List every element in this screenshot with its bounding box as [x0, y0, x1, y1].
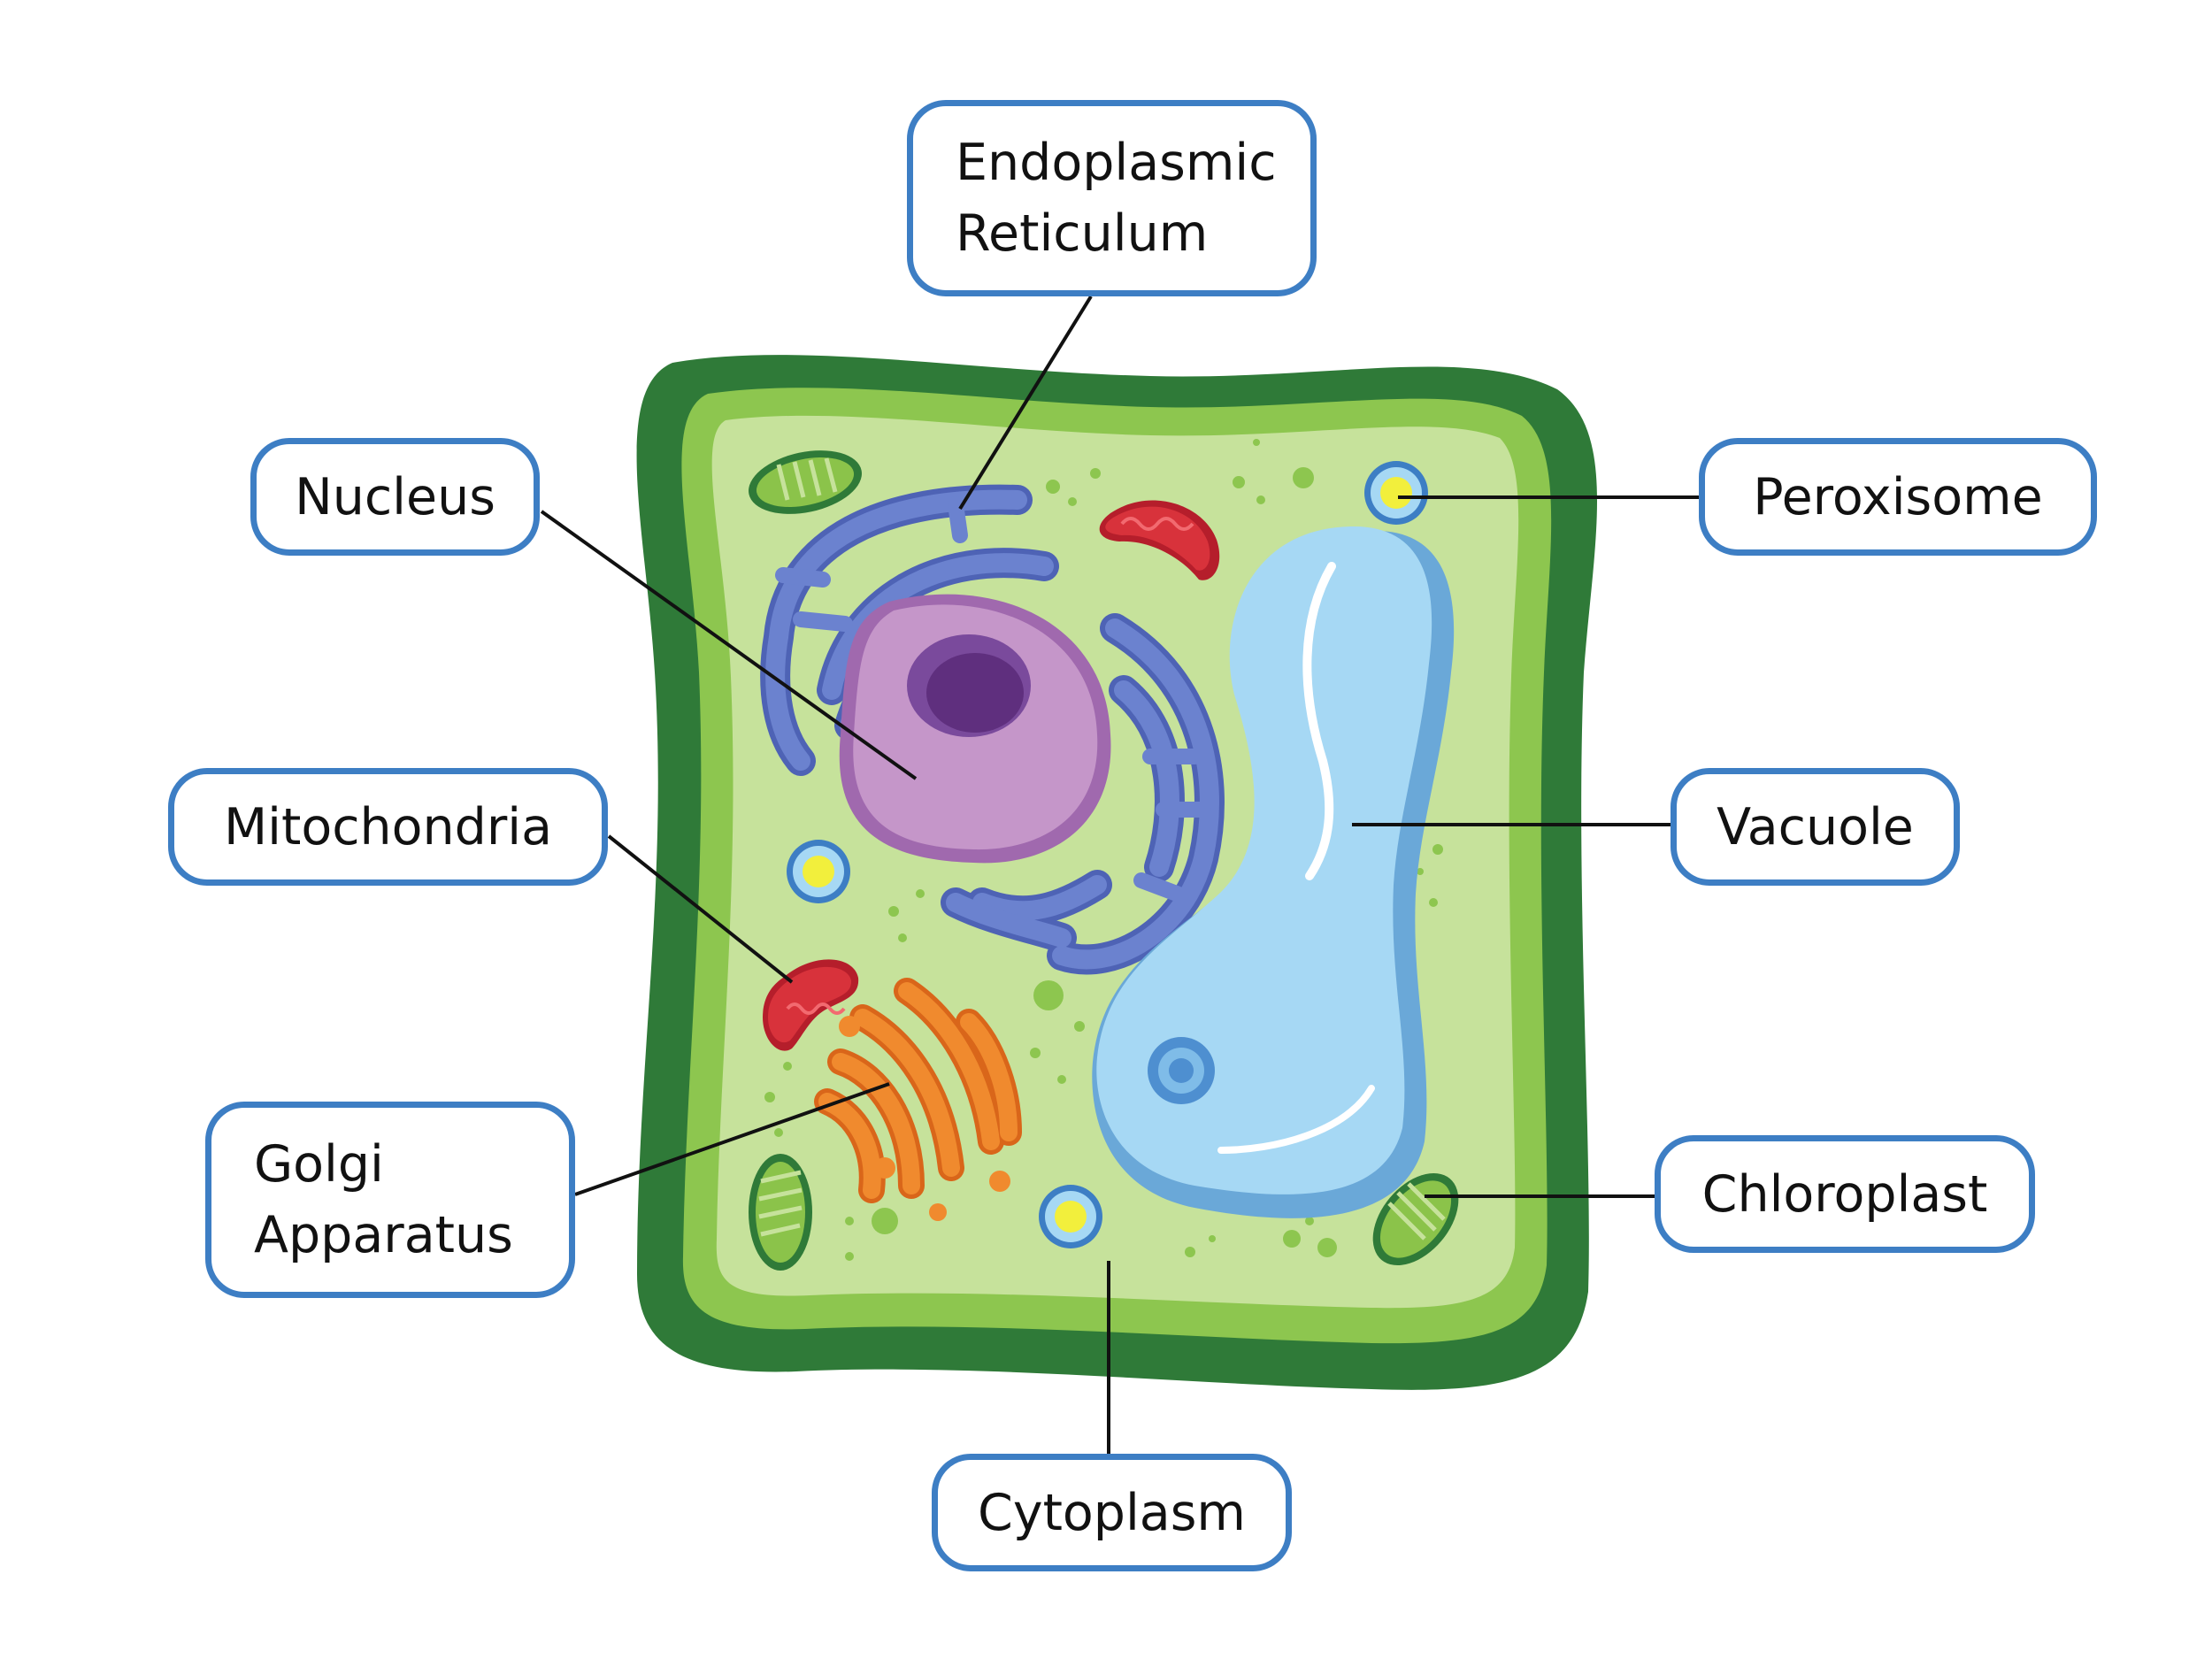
- label-nucleus: Nucleus: [250, 438, 540, 556]
- label-chloroplast: Chloroplast: [1655, 1135, 2035, 1253]
- label-mitochondria-text: Mitochondria: [223, 797, 553, 856]
- peroxisome-bottom: [1039, 1185, 1102, 1248]
- peroxisome-left: [787, 840, 850, 903]
- vacuole-crystal: [1148, 1037, 1215, 1104]
- cytoplasm-granules: [764, 439, 1443, 1261]
- label-endoplasmic-reticulum: Endoplasmic Reticulum: [907, 100, 1317, 296]
- vacuole: [1092, 526, 1455, 1218]
- mitochondrion-lower: [763, 959, 859, 1051]
- label-mitochondria: Mitochondria: [168, 768, 608, 886]
- label-endoplasmic-reticulum-line2: Reticulum: [956, 204, 1209, 263]
- nucleus: [839, 594, 1111, 864]
- leader-lines: [540, 295, 1701, 1454]
- leader-endoplasmic-reticulum: [958, 295, 1093, 511]
- golgi-apparatus: [814, 978, 1022, 1221]
- label-chloroplast-text: Chloroplast: [1701, 1164, 1988, 1224]
- chloroplast-top-left: [749, 450, 862, 514]
- chloroplast-bottom-left: [749, 1154, 812, 1271]
- label-golgi-apparatus-line1: Golgi: [254, 1135, 384, 1194]
- label-peroxisome: Peroxisome: [1699, 438, 2097, 556]
- peroxisome-top-right: [1364, 461, 1428, 525]
- leader-golgi: [574, 1082, 890, 1196]
- label-golgi-apparatus-line2: Apparatus: [254, 1206, 513, 1264]
- mitochondrion-upper: [1099, 500, 1220, 580]
- label-vacuole: Vacuole: [1671, 768, 1960, 886]
- label-vacuole-text: Vacuole: [1717, 797, 1914, 856]
- label-golgi-apparatus: Golgi Apparatus: [205, 1102, 575, 1298]
- endoplasmic-reticulum: [760, 484, 1225, 975]
- leader-nucleus: [540, 510, 918, 780]
- label-nucleus-text: Nucleus: [295, 467, 495, 526]
- leader-mitochondria: [607, 834, 794, 984]
- label-cytoplasm-text: Cytoplasm: [978, 1483, 1246, 1542]
- label-peroxisome-text: Peroxisome: [1753, 467, 2043, 526]
- label-cytoplasm: Cytoplasm: [932, 1454, 1292, 1571]
- label-endoplasmic-reticulum-line1: Endoplasmic: [956, 134, 1277, 192]
